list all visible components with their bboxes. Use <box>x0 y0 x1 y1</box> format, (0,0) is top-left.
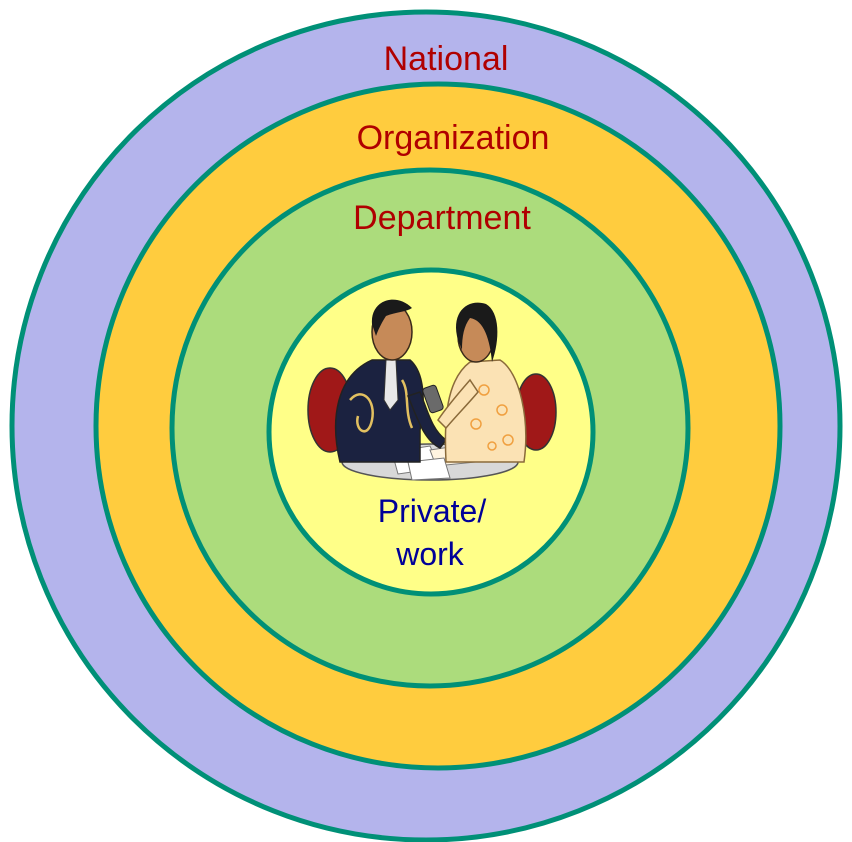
label-department: Department <box>353 199 531 237</box>
label-work: work <box>395 536 465 572</box>
man-tie-icon <box>383 359 399 411</box>
woman-arm-icon <box>437 378 479 430</box>
woman-hair-icon <box>456 302 498 362</box>
two-people-meeting-icon <box>307 299 557 481</box>
man-hair-icon <box>371 299 412 336</box>
label-private: Private/ <box>378 493 487 529</box>
label-national: National <box>384 40 509 78</box>
paper-icon <box>407 457 451 481</box>
phone-icon <box>422 384 444 414</box>
label-organization: Organization <box>357 119 550 157</box>
man-arm-icon <box>406 391 448 449</box>
